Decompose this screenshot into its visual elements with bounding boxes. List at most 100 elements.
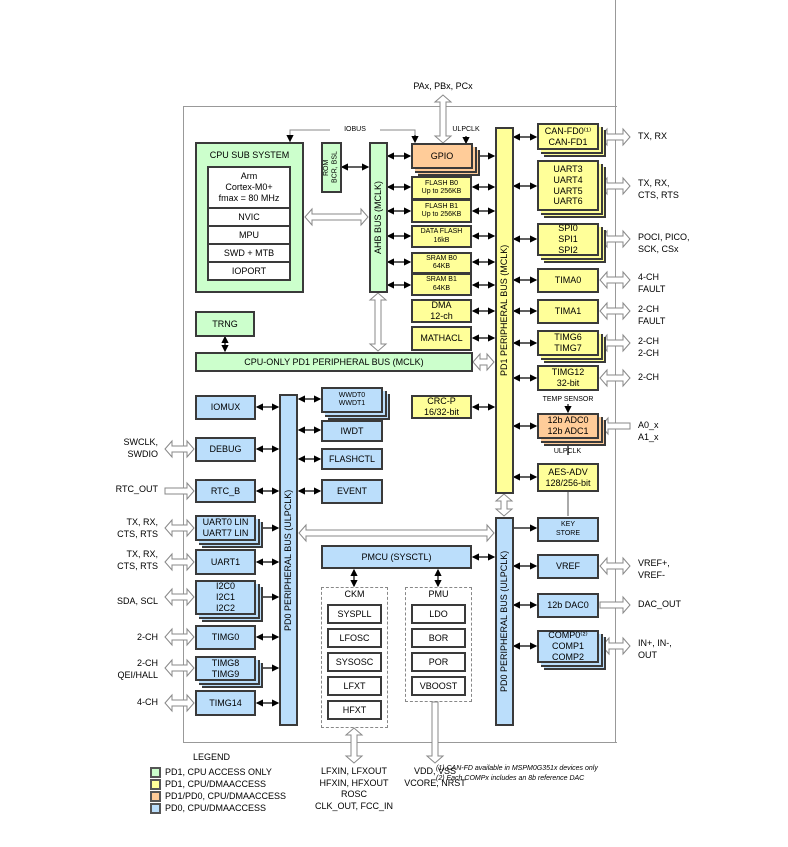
comp-label: COMP0⁽²⁾ COMP1 COMP2 — [548, 630, 588, 662]
cpu-nvic: NVIC — [207, 207, 291, 227]
event-label: EVENT — [336, 486, 367, 497]
arrow — [599, 229, 631, 249]
timg0-block: TIMG0 — [195, 625, 256, 650]
pmu-item: VBOOST — [411, 676, 466, 696]
tima0-label: TIMA0 — [554, 275, 582, 286]
gpio-ports-label: PAx, PBx, PCx — [413, 81, 473, 91]
timg12-label: TIMG12 32-bit — [551, 367, 585, 388]
pd0busR-block: PD0 PERIPHERAL BUS (ULPCLK) — [495, 517, 514, 726]
iwdt-block: IWDT — [321, 420, 383, 442]
external-signal-right: TX, RX — [638, 131, 668, 141]
can-block: CAN-FD0⁽¹⁾ CAN-FD1 — [537, 123, 599, 150]
arrow — [164, 439, 195, 459]
pmu-pins: VDD, VSS VCORE, NRST — [404, 766, 466, 788]
uart1-label: UART1 — [210, 556, 241, 567]
gpio-block: GPIO — [411, 143, 473, 169]
external-signal-left: 4-CH — [136, 697, 158, 707]
cpubus-block: CPU-ONLY PD1 PERIPHERAL BUS (MCLK) — [195, 352, 473, 372]
cpu-mpu: MPU — [207, 225, 291, 245]
arrow — [599, 301, 631, 321]
ckm-pins: LFXIN, LFXOUT HFXIN, HFXOUT ROSC CLK_OUT… — [314, 766, 394, 812]
flash1-block: FLASH B1 Up to 256KB — [411, 199, 472, 223]
tima1-label: TIMA1 — [554, 306, 582, 317]
iomux-label: IOMUX — [210, 402, 241, 413]
external-signal-right: A0_x A1_x — [638, 420, 659, 442]
flash0-block: FLASH B0 Up to 256KB — [411, 176, 472, 200]
arrow — [599, 127, 631, 147]
timg12-block: TIMG12 32-bit — [537, 365, 599, 391]
temp-sensor-label: TEMP SENSOR — [542, 396, 594, 403]
pmu-item: BOR — [411, 628, 466, 648]
external-signal-right: DAC_OUT — [638, 599, 682, 609]
ckm-item: HFXT — [327, 700, 382, 720]
debug-block: DEBUG — [195, 437, 256, 462]
i2c-block: I2C0 I2C1 I2C2 — [195, 580, 256, 615]
mathacl-label: MATHACL — [420, 333, 463, 344]
external-signal-left: SWCLK, SWDIO — [123, 437, 158, 459]
ckm-item: SYSPLL — [327, 604, 382, 624]
dataflash-label: DATA FLASH 16kB — [420, 228, 463, 244]
dataflash-block: DATA FLASH 16kB — [411, 225, 472, 248]
ckm-title: CKM — [344, 589, 365, 599]
rom-block: ROM BCR, BSL — [321, 142, 342, 193]
cpubus-label: CPU-ONLY PD1 PERIPHERAL BUS (MCLK) — [244, 356, 424, 367]
sram0-label: SRAM B0 64KB — [426, 254, 457, 270]
cpu-core: Arm Cortex-M0+ fmax = 80 MHz — [207, 166, 291, 209]
adc-block: 12b ADC0 12b ADC1 — [537, 413, 599, 439]
pmu-item: LDO — [411, 604, 466, 624]
external-signal-left: TX, RX, CTS, RTS — [117, 517, 158, 539]
rtc-block: RTC_B — [195, 479, 256, 503]
adc-label: 12b ADC0 12b ADC1 — [547, 415, 589, 436]
comp-block: COMP0⁽²⁾ COMP1 COMP2 — [537, 630, 599, 663]
cpu-ioport: IOPORT — [207, 261, 291, 281]
arrow — [304, 207, 369, 227]
timg67-label: TIMG6 TIMG7 — [554, 332, 582, 353]
arrow — [600, 416, 631, 436]
arrow — [599, 368, 631, 388]
sram1-block: SRAM B1 64KB — [411, 273, 472, 296]
ckm-item: SYSOSC — [327, 652, 382, 672]
spi-block: SPI0 SPI1 SPI2 — [537, 223, 599, 256]
arrow — [599, 556, 631, 576]
ahb-block: AHB BUS (MCLK) — [369, 142, 388, 293]
legend-title: LEGEND — [193, 752, 231, 762]
wwdt-block: WWDT0 WWDT1 — [321, 387, 383, 413]
ulpclk-adc-label: ULPCLK — [553, 448, 582, 455]
spi-label: SPI0 SPI1 SPI2 — [558, 223, 578, 255]
arrow — [164, 658, 195, 678]
vref-block: VREF — [537, 554, 599, 579]
timg89-block: TIMG8 TIMG9 — [195, 656, 256, 681]
crc-label: CRC-P 16/32-bit — [423, 396, 460, 417]
arrow — [433, 94, 453, 144]
legend-item: PD1/PD0, CPU/DMAACCESS — [165, 791, 287, 801]
keystore-label: KEY STORE — [556, 521, 580, 537]
arrow — [368, 292, 388, 352]
pmu-group — [405, 587, 472, 702]
pmcu-label: PMCU (SYSCTL) — [361, 551, 432, 562]
pd0busL-block: PD0 PERIPHERAL BUS (ULPCLK) — [279, 394, 298, 726]
aes-block: AES-ADV 128/256-bit — [537, 463, 599, 492]
uart07-label: UART0 LIN UART7 LIN — [202, 517, 249, 538]
tima1-block: TIMA1 — [537, 299, 599, 324]
external-signal-left: RTC_OUT — [115, 484, 158, 494]
external-signal-right: VREF+, VREF- — [638, 558, 670, 580]
external-signal-right: POCI, PICO, SCK, CSx — [638, 232, 690, 254]
flashctl-label: FLASHCTL — [328, 453, 375, 464]
arrow — [164, 552, 195, 572]
keystore-block: KEY STORE — [537, 517, 599, 542]
event-block: EVENT — [321, 479, 383, 504]
cpu-swd-mtb: SWD + MTB — [207, 243, 291, 263]
i2c-label: I2C0 I2C1 I2C2 — [215, 581, 235, 613]
uart36-label: UART3 UART4 UART5 UART6 — [553, 163, 583, 207]
mathacl-block: MATHACL — [411, 326, 472, 351]
arrow — [494, 493, 514, 517]
dac-block: 12b DAC0 — [537, 593, 599, 618]
sram1-label: SRAM B1 64KB — [426, 276, 457, 292]
legend-swatch — [150, 779, 161, 790]
external-signal-right: 4-CH FAULT — [638, 272, 666, 294]
ahb-label: AHB BUS (MCLK) — [373, 181, 384, 255]
wwdt-label: WWDT0 WWDT1 — [338, 391, 366, 407]
external-signal-right: 2-CH — [638, 372, 660, 382]
arrow — [164, 481, 195, 501]
